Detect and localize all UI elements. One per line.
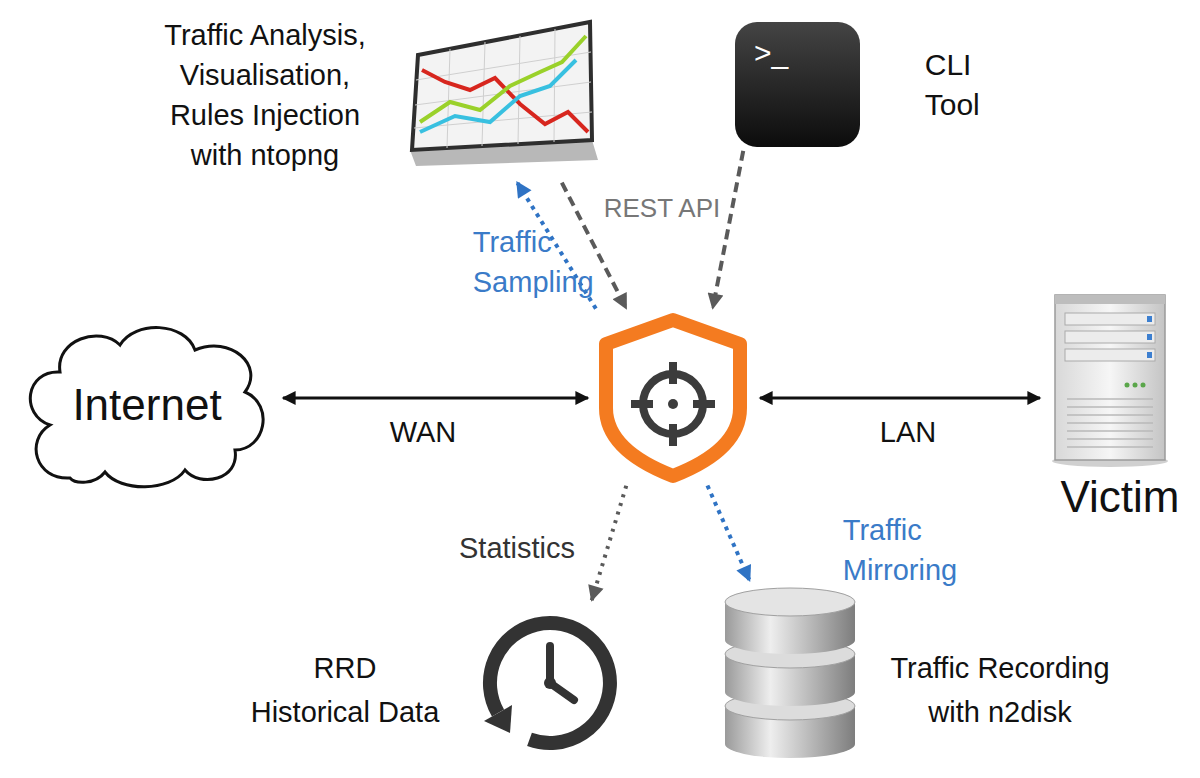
- edge-label: WAN: [388, 414, 459, 450]
- history-clock-icon: [484, 623, 610, 743]
- node-title: Traffic Analysis, Visualisation, Rules I…: [164, 15, 366, 175]
- cli-node: >_ CLI Tool: [735, 22, 939, 147]
- database-icon: [725, 588, 855, 758]
- clock-arrowhead: [484, 705, 512, 733]
- server-node: Victim: [1052, 292, 1183, 527]
- storage-node: Traffic Recording with n2disk: [722, 586, 1114, 762]
- solid-arrow: [283, 397, 588, 400]
- clock-centre: [544, 677, 556, 689]
- node-title: CLI Tool: [925, 45, 936, 125]
- edge-label: LAN: [878, 414, 938, 450]
- node-title: Traffic Recording with n2disk: [890, 646, 1110, 734]
- shield-icon: [606, 320, 740, 476]
- node-title: Internet: [72, 379, 221, 431]
- rrd-node: RRD Historical Data: [246, 606, 623, 758]
- shield-outline: [606, 320, 740, 476]
- server-icon: [1052, 295, 1168, 467]
- prompt-glyph: >_: [754, 36, 788, 70]
- edge-label: Traffic Mirroring: [841, 510, 856, 590]
- node-title: RRD Historical Data: [250, 646, 439, 734]
- crosshair-ticks: [631, 362, 715, 446]
- node-title: Victim: [1061, 471, 1180, 523]
- edge-label: Traffic Sampling: [471, 222, 486, 302]
- cloud-node: Internet: [28, 322, 273, 494]
- solid-arrow: [760, 397, 1040, 400]
- dashed-arrow: [707, 485, 749, 580]
- chart-board: [412, 22, 592, 150]
- edge-label: Statistics: [457, 530, 577, 566]
- terminal-icon: [735, 22, 860, 147]
- dashed-arrow: [592, 486, 627, 601]
- shield-node: [598, 312, 748, 480]
- dashed-arrow: [713, 151, 743, 308]
- chart-grid: [414, 29, 592, 148]
- disk-cylinder: [725, 588, 855, 654]
- chart-red-line: [422, 70, 588, 132]
- chart-cyan-line: [420, 60, 576, 132]
- chart-node: Traffic Analysis, Visualisation, Rules I…: [160, 11, 595, 179]
- cloud-outline: [30, 328, 263, 487]
- dashed-arrow: [517, 182, 596, 308]
- crosshair-dot: [668, 399, 678, 409]
- chart-icon: [410, 22, 598, 166]
- interface-label: REST API: [602, 192, 723, 224]
